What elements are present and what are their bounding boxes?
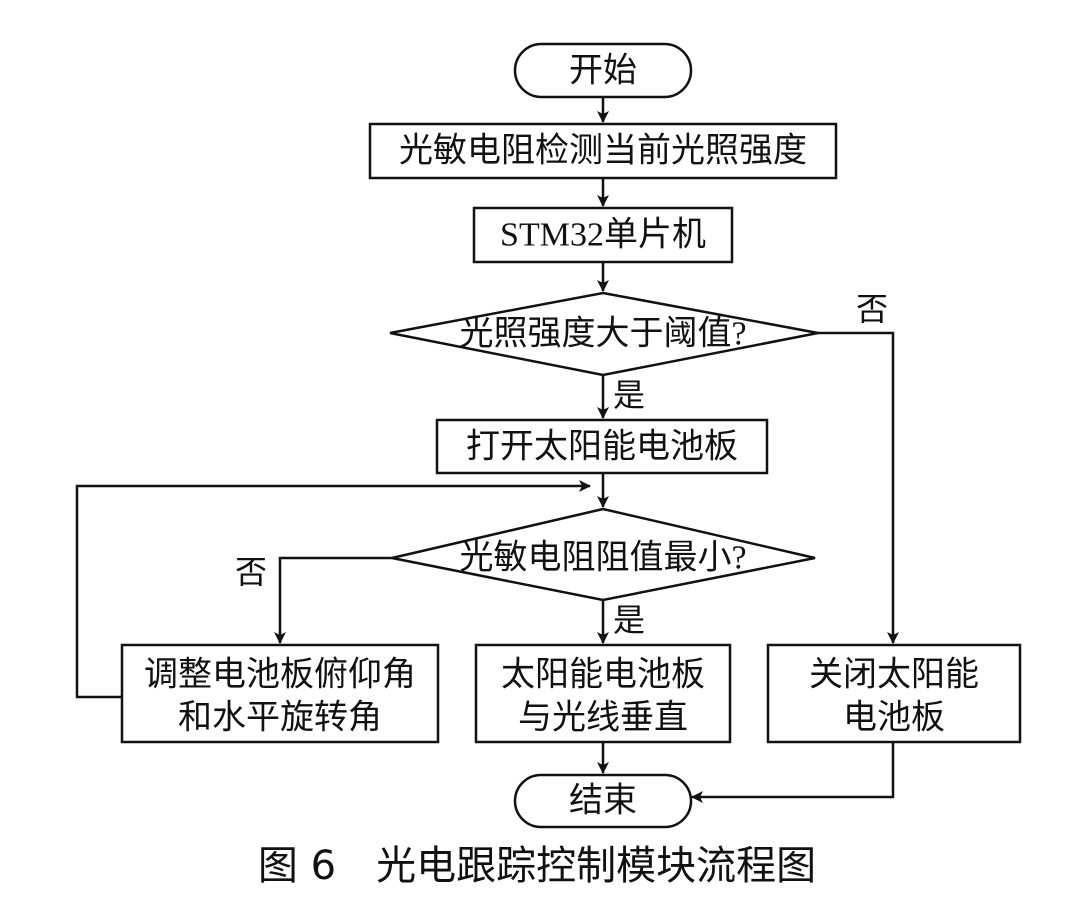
detect-label: 光敏电阻检测当前光照强度 [399, 132, 807, 170]
mcu-label: STM32单片机 [500, 216, 706, 254]
adjust-box [120, 643, 440, 744]
end-terminator [513, 773, 693, 829]
decision-light-node: 光照强度大于阈值? [389, 291, 819, 377]
edge-decision2-no [274, 556, 392, 644]
adjust-node: 调整电池板俯仰角 和水平旋转角 [120, 643, 440, 744]
perpendicular-box [474, 643, 732, 744]
detect-box [368, 122, 838, 180]
edges [75, 97, 899, 803]
start-node: 开始 [513, 42, 693, 99]
decision-light-label: 光照强度大于阈值? [459, 315, 746, 353]
close-panel-box [766, 643, 1022, 744]
light-no-label: 否 [856, 291, 888, 327]
decision-light-diamond [389, 291, 819, 377]
edge-loop-back [75, 480, 591, 699]
perpendicular-label-line2: 与光线垂直 [518, 699, 688, 737]
figure-caption: 图 6 光电跟踪控制模块流程图 [258, 843, 816, 889]
min-no-label: 否 [235, 554, 267, 590]
light-yes-label: 是 [613, 377, 645, 413]
adjust-label-line1: 调整电池板俯仰角 [144, 656, 416, 694]
end-node: 结束 [513, 773, 693, 829]
open-panel-label: 打开太阳能电池板 [466, 428, 738, 466]
close-panel-label-line1: 关闭太阳能 [809, 656, 979, 694]
start-terminator [513, 42, 693, 99]
end-label: 结束 [569, 782, 637, 820]
start-label: 开始 [569, 52, 637, 90]
close-panel-label-line2: 电池板 [843, 699, 945, 737]
detect-node: 光敏电阻检测当前光照强度 [368, 122, 838, 180]
open-panel-node: 打开太阳能电池板 [435, 418, 769, 475]
mcu-node: STM32单片机 [472, 206, 734, 264]
decision-min-diamond [391, 507, 816, 602]
decision-min-label: 光敏电阻阻值最小? [459, 539, 746, 577]
min-yes-label: 是 [613, 602, 645, 638]
adjust-label-line2: 和水平旋转角 [178, 699, 382, 737]
edge-decision-no [818, 331, 899, 644]
decision-min-node: 光敏电阻阻值最小? [391, 507, 816, 602]
mcu-box [472, 206, 734, 264]
edge-close-end [691, 742, 895, 803]
close-panel-node: 关闭太阳能 电池板 [766, 643, 1022, 744]
perpendicular-label-line1: 太阳能电池板 [501, 656, 705, 694]
perpendicular-node: 太阳能电池板 与光线垂直 [474, 643, 732, 744]
open-panel-box [435, 418, 769, 475]
